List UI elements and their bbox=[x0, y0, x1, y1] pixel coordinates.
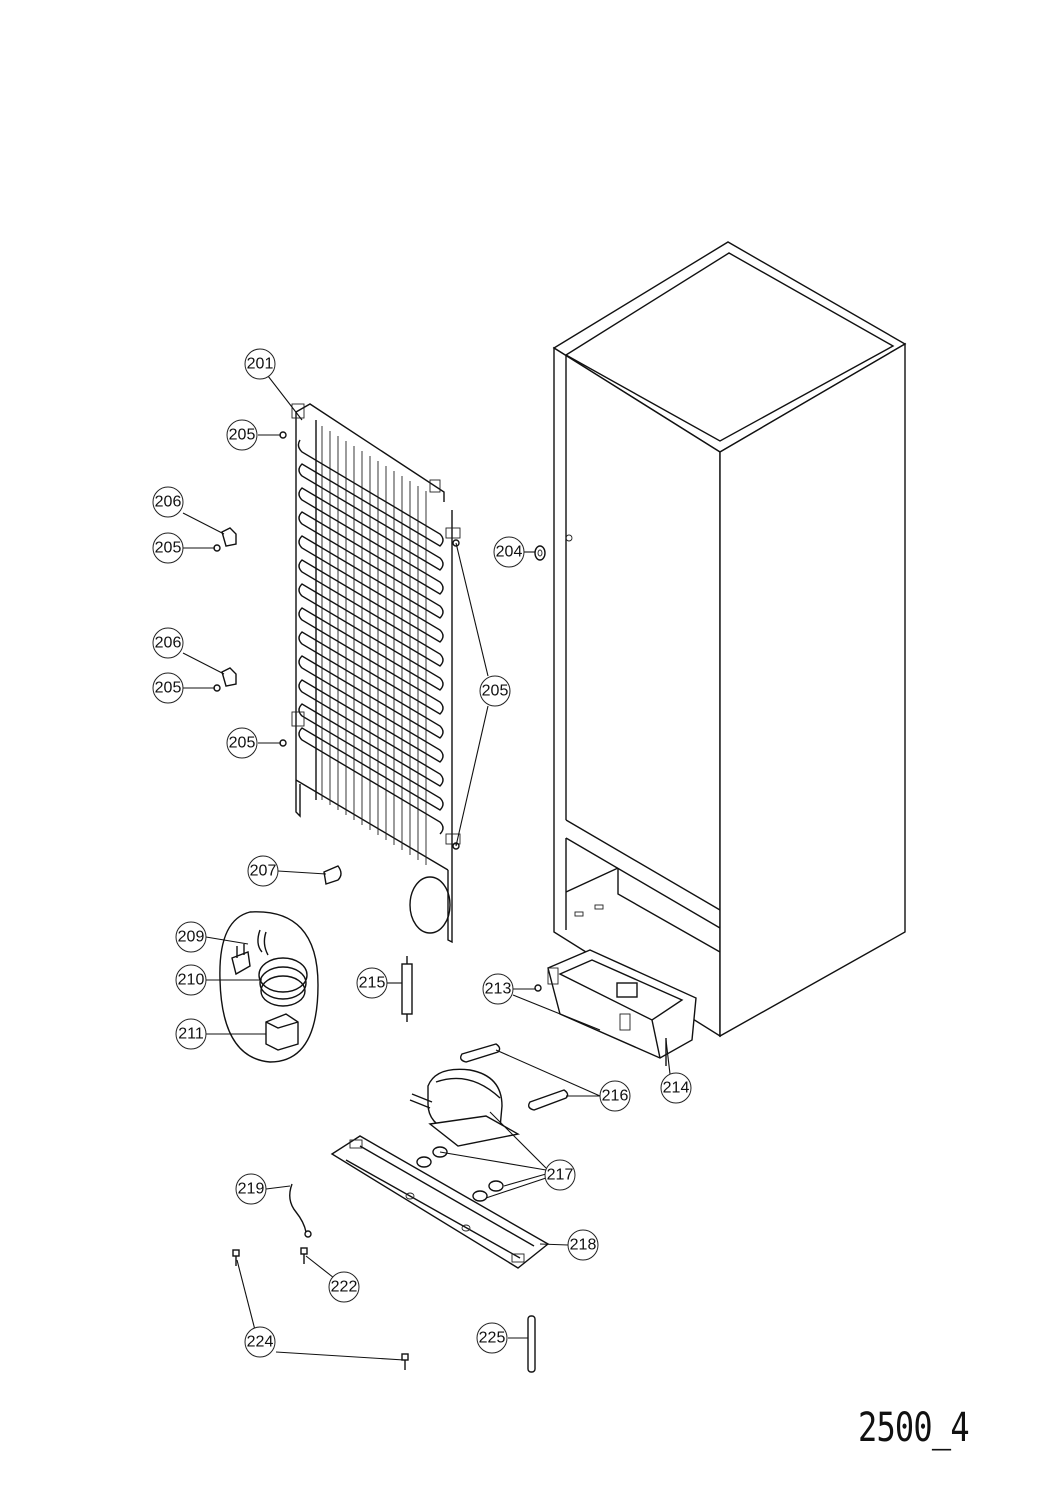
callout-201-label: 201 bbox=[247, 356, 274, 373]
callout-219-label: 219 bbox=[238, 1181, 265, 1198]
callout-225: 225 bbox=[476, 1322, 508, 1354]
callout-211: 211 bbox=[175, 1018, 207, 1050]
callout-205-label: 205 bbox=[229, 735, 256, 752]
callout-216-label: 216 bbox=[602, 1088, 629, 1105]
mounting-strap bbox=[459, 1043, 569, 1111]
callout-217: 217 bbox=[544, 1159, 576, 1191]
callout-201: 201 bbox=[244, 348, 276, 380]
callout-206: 206 bbox=[152, 486, 184, 518]
callout-205: 205 bbox=[152, 532, 184, 564]
callout-215: 215 bbox=[356, 967, 388, 999]
callout-214-label: 214 bbox=[663, 1080, 690, 1097]
callout-207-label: 207 bbox=[250, 863, 277, 880]
callout-213-label: 213 bbox=[485, 981, 512, 998]
screw-222 bbox=[300, 1247, 308, 1264]
callout-labels: 201 205 206 205 204 206 205 205 205 207 … bbox=[152, 348, 692, 1358]
callout-222: 222 bbox=[328, 1271, 360, 1303]
callout-214: 214 bbox=[660, 1072, 692, 1104]
callout-205: 205 bbox=[226, 727, 258, 759]
screw-part bbox=[213, 431, 542, 992]
callout-205: 205 bbox=[479, 675, 511, 707]
callout-204: 204 bbox=[493, 536, 525, 568]
callout-211-label: 211 bbox=[178, 1026, 204, 1043]
callout-205: 205 bbox=[226, 419, 258, 451]
callout-225-label: 225 bbox=[479, 1330, 506, 1347]
callout-218-label: 218 bbox=[570, 1237, 597, 1254]
callout-205-label: 205 bbox=[482, 683, 509, 700]
callout-205-label: 205 bbox=[155, 540, 182, 557]
callout-218: 218 bbox=[567, 1229, 599, 1261]
callout-210-label: 210 bbox=[178, 972, 205, 989]
callout-204-label: 204 bbox=[496, 544, 523, 561]
callout-206-label: 206 bbox=[155, 635, 182, 652]
screw-224 bbox=[232, 1249, 409, 1370]
drier-filter bbox=[401, 956, 413, 1022]
callout-205: 205 bbox=[152, 672, 184, 704]
compressor bbox=[409, 1068, 520, 1147]
earth-wire bbox=[289, 1183, 312, 1238]
cabinet-body bbox=[552, 241, 907, 1038]
drip-tray bbox=[547, 949, 697, 1066]
callout-205-label: 205 bbox=[229, 427, 256, 444]
callout-206-label: 206 bbox=[155, 494, 182, 511]
callout-216: 216 bbox=[599, 1080, 631, 1112]
grommet-204 bbox=[534, 545, 546, 561]
leader-lines bbox=[182, 375, 671, 1361]
callout-217-label: 217 bbox=[547, 1167, 574, 1184]
compressor-base-plate bbox=[330, 1135, 550, 1269]
condenser-coil bbox=[291, 403, 461, 944]
callout-207: 207 bbox=[247, 855, 279, 887]
drawing-code: 2500_4 bbox=[858, 1405, 970, 1451]
callout-210: 210 bbox=[175, 964, 207, 996]
callout-209: 209 bbox=[175, 921, 207, 953]
callout-224: 224 bbox=[244, 1326, 276, 1358]
callout-213: 213 bbox=[482, 973, 514, 1005]
accessory-kit bbox=[219, 911, 319, 1063]
callout-224-label: 224 bbox=[247, 1334, 274, 1351]
callout-215-label: 215 bbox=[359, 975, 386, 992]
callout-205-label: 205 bbox=[155, 680, 182, 697]
callout-209-label: 209 bbox=[178, 929, 205, 946]
callout-206: 206 bbox=[152, 627, 184, 659]
callout-219: 219 bbox=[235, 1173, 267, 1205]
clip-part bbox=[221, 527, 237, 687]
callout-222-label: 222 bbox=[331, 1279, 358, 1296]
clip-207 bbox=[323, 865, 342, 885]
part-225 bbox=[527, 1315, 536, 1373]
